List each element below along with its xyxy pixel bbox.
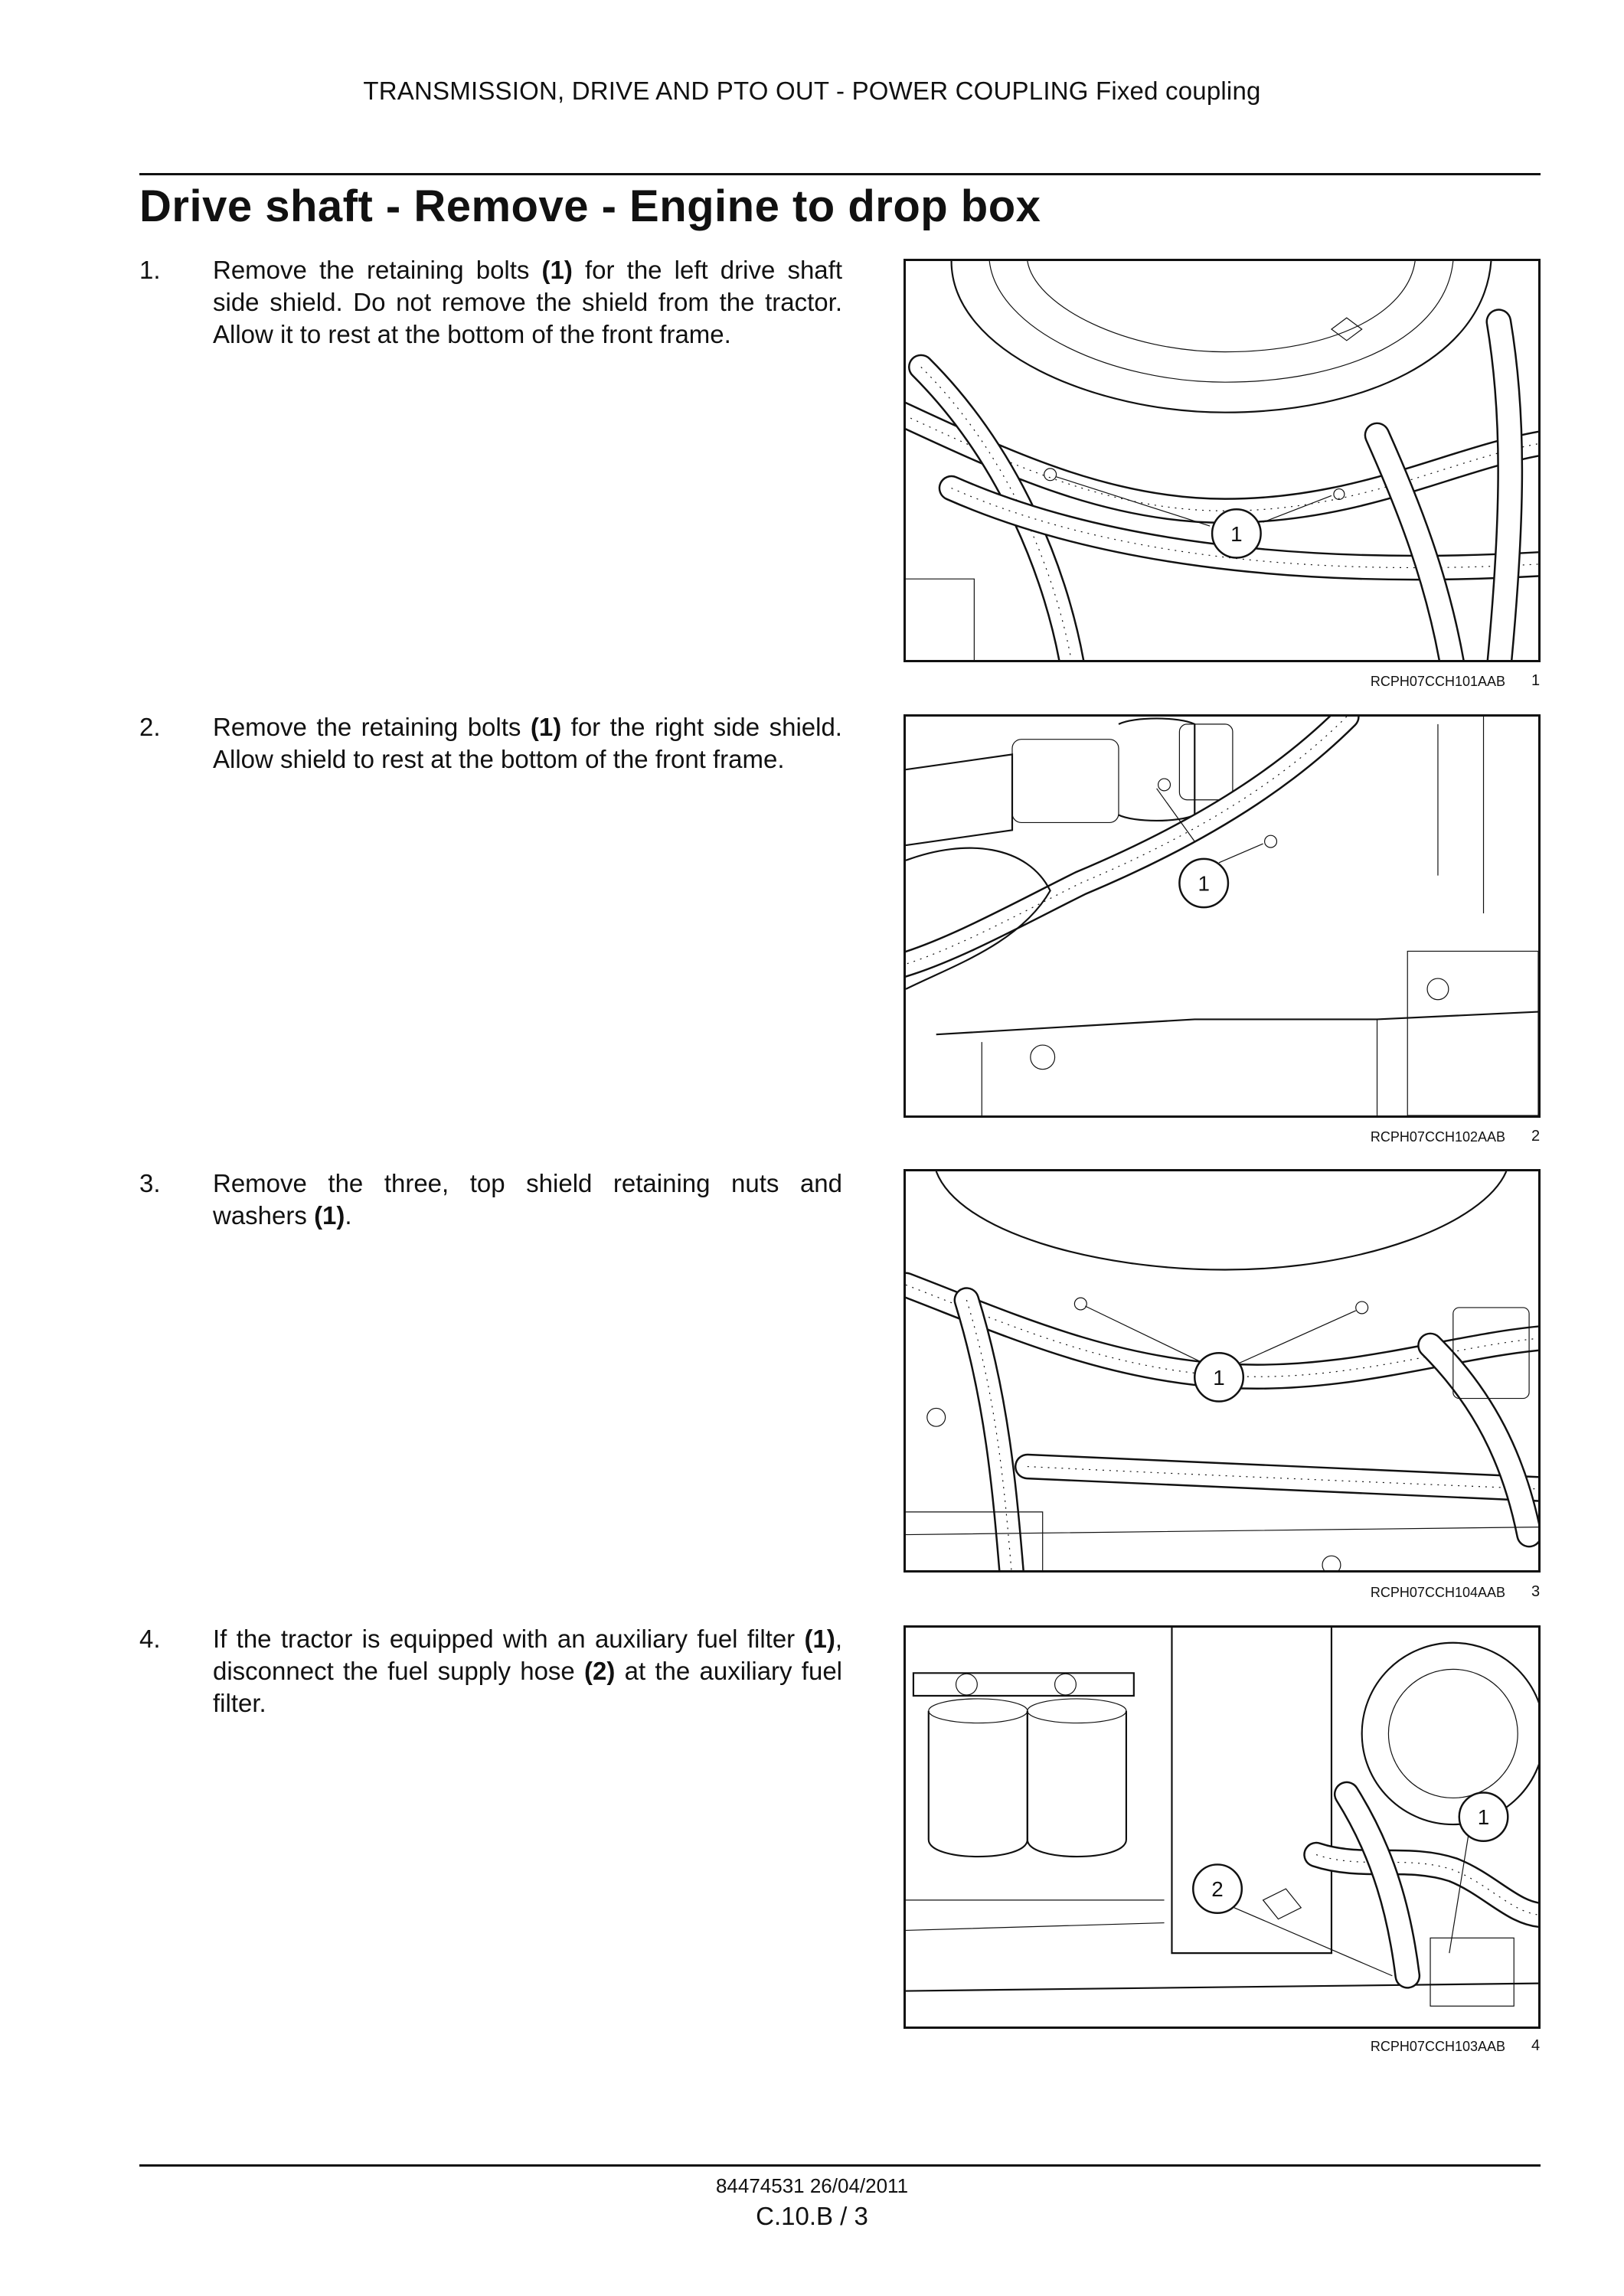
step-text-part: . <box>345 1201 352 1230</box>
callout-reference: (1) <box>314 1201 345 1230</box>
step-number: 4. <box>139 1625 161 1653</box>
figure-number: 2 <box>1531 1128 1541 1145</box>
figure-reference-code: RCPH07CCH101AAB <box>1370 674 1505 689</box>
step-text-part: , disconnect the fuel supply hose <box>213 1625 842 1685</box>
callout-label: 1 <box>1230 522 1242 546</box>
callout-reference: (2) <box>584 1657 616 1685</box>
step-text: Remove the three, top shield retaining n… <box>213 1168 842 1232</box>
footer-page-number: C.10.B / 3 <box>756 2202 868 2230</box>
callout-reference: (1) <box>541 256 573 284</box>
figure-number: 3 <box>1531 1583 1541 1600</box>
step-text-part: If the tractor is equipped with an auxil… <box>213 1625 805 1653</box>
figure-number: 4 <box>1531 2037 1541 2054</box>
figure-number: 1 <box>1531 672 1541 689</box>
step-number: 1. <box>139 256 161 284</box>
figure-2-illustration: 1 <box>903 714 1541 1118</box>
figure-reference-code: RCPH07CCH102AAB <box>1370 1129 1505 1145</box>
step-text-part: at the auxiliary fuel filter. <box>213 1657 842 1717</box>
step-text: If the tractor is equipped with an auxil… <box>213 1623 842 1720</box>
figure-reference-code: RCPH07CCH103AAB <box>1370 2039 1505 2054</box>
step-text-part: Remove the three, top shield retaining n… <box>213 1169 842 1230</box>
step-number: 3. <box>139 1169 161 1197</box>
step-text: Remove the retaining bolts (1) for the r… <box>213 711 842 776</box>
callout-label: 1 <box>1213 1366 1224 1390</box>
footer-rule <box>139 2164 1541 2167</box>
figure-reference-code: RCPH07CCH104AAB <box>1370 1585 1505 1600</box>
step-text-part: for the right side shield. Allow shield … <box>213 713 842 773</box>
running-header: TRANSMISSION, DRIVE AND PTO OUT - POWER … <box>363 77 1261 105</box>
callout-reference: (1) <box>804 1625 835 1653</box>
step-number: 2. <box>139 713 161 741</box>
callout-label: 1 <box>1198 871 1209 895</box>
header-rule <box>139 173 1541 175</box>
figure-1-illustration: 1 <box>903 259 1541 662</box>
figure-3-illustration: 1 <box>903 1169 1541 1573</box>
figure-4-illustration: 1 2 <box>903 1625 1541 2029</box>
step-text: Remove the retaining bolts (1) for the l… <box>213 254 842 351</box>
callout-label: 1 <box>1478 1805 1489 1829</box>
callout-reference: (1) <box>530 713 562 741</box>
callout-label: 2 <box>1211 1877 1223 1901</box>
step-text-part: for the left drive shaft side shield. Do… <box>213 256 842 348</box>
step-text-part: Remove the retaining bolts <box>213 256 542 284</box>
page-title: Drive shaft - Remove - Engine to drop bo… <box>139 181 1041 231</box>
footer-document-reference: 84474531 26/04/2011 <box>715 2174 909 2197</box>
step-text-part: Remove the retaining bolts <box>213 713 531 741</box>
